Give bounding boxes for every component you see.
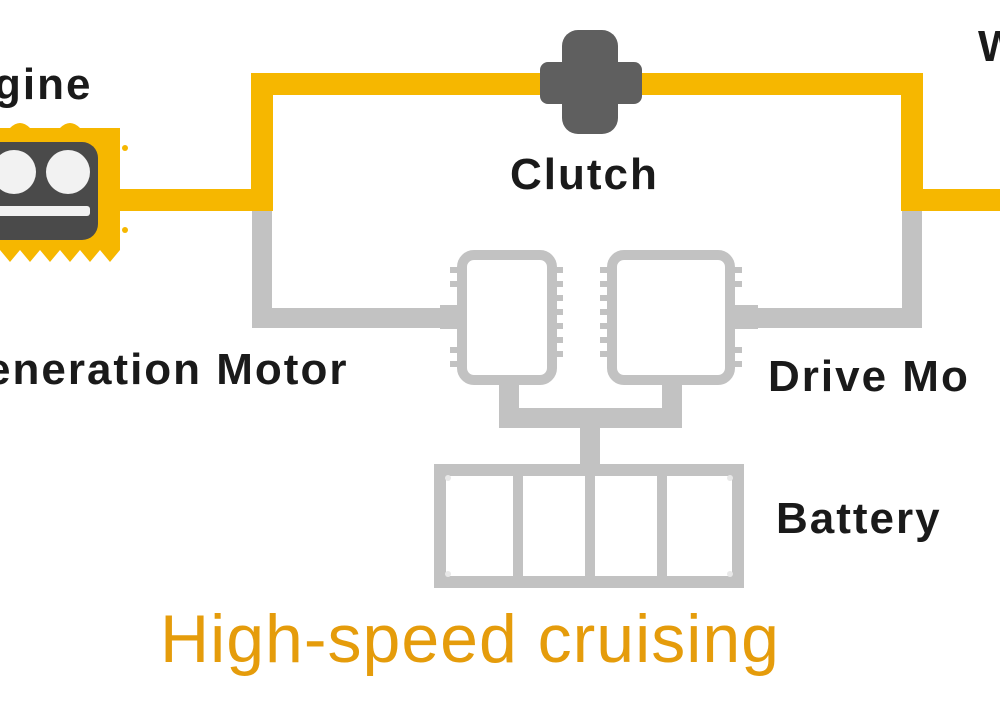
engine-label: gine (0, 60, 93, 109)
drive-output-line (740, 205, 922, 328)
wheel-label: W (978, 22, 1000, 72)
drive-motor-icon (600, 250, 758, 385)
generation-motor-icon (440, 250, 563, 385)
clutch-icon (540, 30, 642, 134)
generation-motor-label: eneration Motor (0, 345, 349, 394)
battery-icon (434, 464, 744, 588)
drive-motor-label: Drive Mo (768, 352, 970, 401)
battery-label: Battery (776, 494, 942, 543)
drive-to-junction-line (590, 380, 682, 428)
generator-to-junction-line (499, 380, 590, 428)
engine-icon (0, 123, 128, 262)
mode-caption: High-speed cruising (160, 601, 780, 677)
clutch-label: Clutch (510, 150, 659, 199)
inactive-power-paths (252, 205, 922, 470)
generator-feed-line (252, 205, 462, 328)
